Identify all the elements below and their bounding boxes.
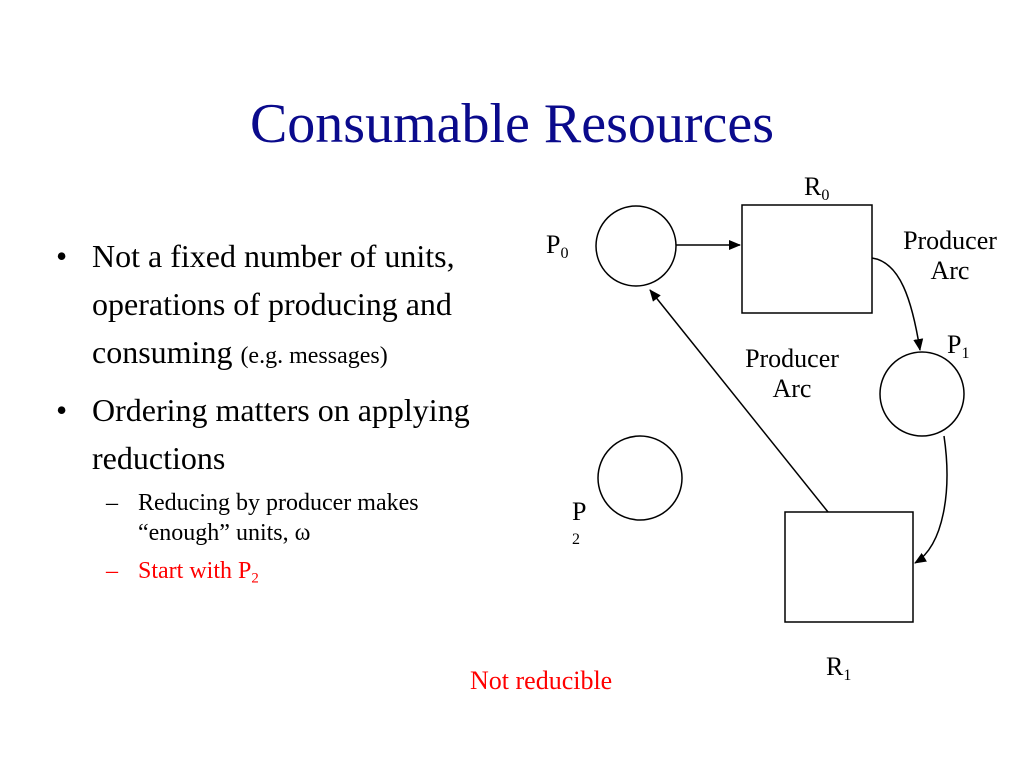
process-p1-circle: [879, 351, 965, 437]
subbullet-dash: –: [106, 558, 118, 584]
bullet-text: Ordering matters on applying reductions: [92, 392, 470, 476]
subbullet-text: Reducing by producer makes “enough” unit…: [138, 490, 419, 546]
subbullet-item: – Start with P2: [56, 556, 516, 586]
label-p1: P1: [947, 330, 970, 362]
not-reducible-note: Not reducible: [470, 666, 613, 695]
bullet-item: • Not a fixed number of units, operation…: [56, 232, 516, 380]
label-p0: P0: [546, 230, 569, 262]
subbullet-item: – Reducing by producer makes “enough” un…: [56, 488, 516, 548]
producer-arc-label: Producer Arc: [745, 344, 839, 403]
subbullet-text: Start with P: [138, 558, 252, 584]
bullet-item: • Ordering matters on applying reduction…: [56, 386, 516, 482]
label-r0: R0: [804, 172, 830, 204]
bullet-dot: •: [56, 238, 68, 274]
label-r1: R1: [826, 652, 852, 684]
process-p0-circle: [595, 205, 677, 287]
producer-arc-label: Producer Arc: [903, 226, 997, 285]
process-p2-circle: [597, 435, 683, 521]
bullet-text: Not a fixed number of units, operations …: [92, 238, 455, 370]
resource-r0-box: [741, 204, 873, 314]
bullet-list: • Not a fixed number of units, operation…: [56, 232, 516, 586]
bullet-dot: •: [56, 392, 68, 428]
producer-arrow-r1-p0: [649, 289, 829, 513]
slide-title: Consumable Resources: [249, 93, 775, 155]
subbullet-dash: –: [106, 490, 118, 516]
resource-r1-box: [784, 511, 914, 623]
producer-arrow-r0-p1: [871, 257, 924, 351]
request-arrow-p1-r1: [914, 435, 948, 564]
subbullet-subscript: 2: [251, 570, 259, 587]
bullet-note: (e.g. messages): [240, 343, 388, 369]
